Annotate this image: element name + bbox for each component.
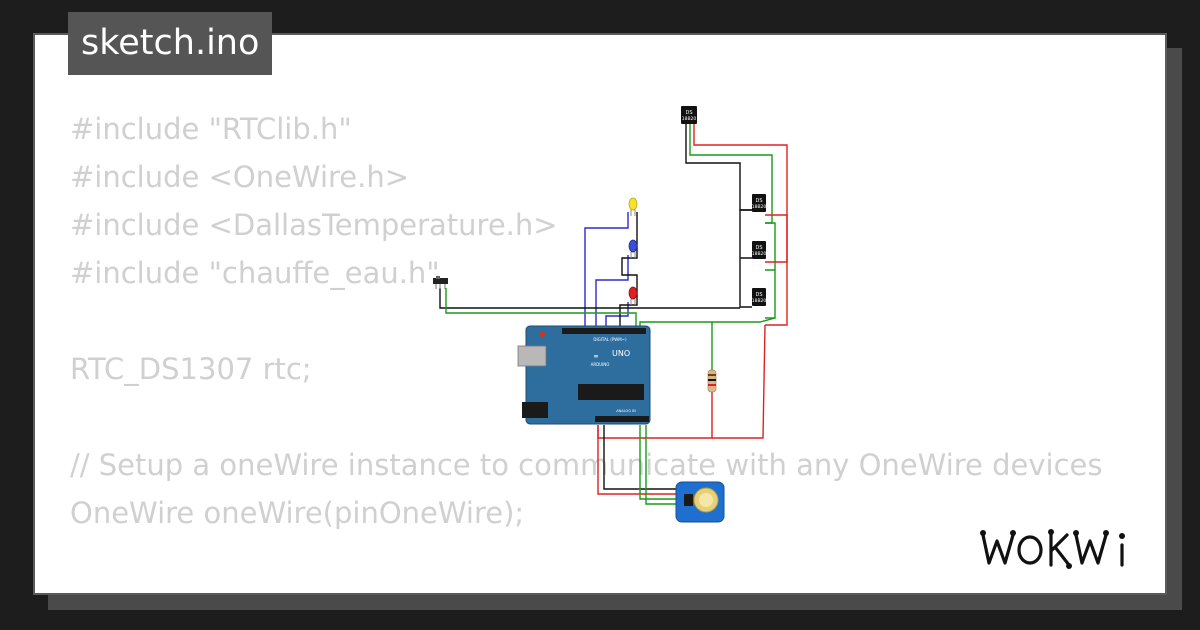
code-preview: #include "RTClib.h" #include <OneWire.h> #…	[70, 105, 1103, 593]
code-line: #include <OneWire.h>	[70, 160, 410, 194]
wire-gnd	[603, 425, 678, 490]
wokwi-logo-art	[980, 529, 1125, 569]
wire-data	[639, 425, 678, 500]
power-jack	[522, 402, 548, 418]
code-line: #include "RTClib.h"	[70, 112, 352, 146]
arduino-uno-board[interactable]: DIGITAL (PWM~) ∞ UNO ARDUINO ANALOG IN	[517, 325, 651, 425]
wire-vcc	[597, 425, 678, 495]
wokwi-logo: WOKWI	[975, 525, 1150, 575]
wire-signal	[595, 255, 629, 328]
code-line: #include <DallasTemperature.h>	[70, 208, 558, 242]
wire-signal	[584, 212, 629, 328]
sensor-label: DS	[755, 292, 762, 298]
wires	[439, 124, 788, 505]
sensor-label: DS	[755, 198, 762, 204]
temperature-sensor[interactable]: DS 18B20	[752, 288, 767, 306]
resistor[interactable]	[707, 369, 717, 393]
usb-port	[517, 345, 547, 367]
rtc-module[interactable]	[675, 481, 725, 523]
temperature-sensor[interactable]: DS 18B20	[681, 106, 697, 124]
led-blue[interactable]	[628, 239, 638, 258]
code-line: // Setup a oneWire instance to communica…	[70, 448, 1103, 482]
arduino-logo-text: ARDUINO	[591, 362, 610, 367]
reset-button[interactable]	[539, 331, 545, 337]
wire-data	[765, 222, 776, 319]
sensor-label: 18B20	[682, 116, 697, 122]
wire-vcc	[693, 124, 788, 326]
sensor-label: 18B20	[752, 204, 767, 210]
arduino-logo-symbol: ∞	[594, 353, 599, 360]
microcontroller-chip	[578, 384, 644, 400]
sensor-label: DS	[755, 245, 762, 251]
board-model: UNO	[612, 349, 630, 358]
sensor-label: DS	[685, 110, 692, 116]
digital-header	[562, 328, 646, 334]
slide-switch[interactable]	[433, 276, 448, 289]
analog-header-label: ANALOG IN	[616, 409, 636, 413]
wire-data	[639, 317, 776, 328]
wire-data	[445, 288, 637, 328]
wire-vcc	[765, 214, 788, 263]
wire-data	[645, 425, 678, 505]
analog-header	[595, 416, 649, 422]
wire-gnd	[439, 288, 740, 309]
led-red[interactable]	[628, 286, 638, 305]
temperature-sensor[interactable]: DS 18B20	[752, 241, 767, 259]
led-yellow[interactable]	[628, 197, 638, 216]
code-line: RTC_DS1307 rtc;	[70, 352, 312, 386]
file-tab[interactable]: sketch.ino	[68, 12, 273, 75]
code-line: // Pass our oneWire reference to Dallas …	[70, 585, 1102, 593]
battery-center	[699, 493, 713, 507]
preview-panel: #include "RTClib.h" #include <OneWire.h> #…	[33, 33, 1167, 595]
wire-gnd	[739, 209, 752, 308]
rtc-chip	[684, 494, 693, 506]
wire-vcc	[712, 324, 766, 439]
digital-header-label: DIGITAL (PWM~)	[593, 337, 627, 342]
temperature-sensor[interactable]: DS 18B20	[752, 194, 767, 212]
wire-gnd	[685, 124, 752, 211]
code-line: OneWire oneWire(pinOneWire);	[70, 496, 525, 530]
code-line: #include "chauffe_eau.h"	[70, 256, 440, 290]
sensor-label: 18B20	[752, 251, 767, 257]
wire-signal	[605, 302, 629, 328]
sensor-label: 18B20	[752, 298, 767, 304]
